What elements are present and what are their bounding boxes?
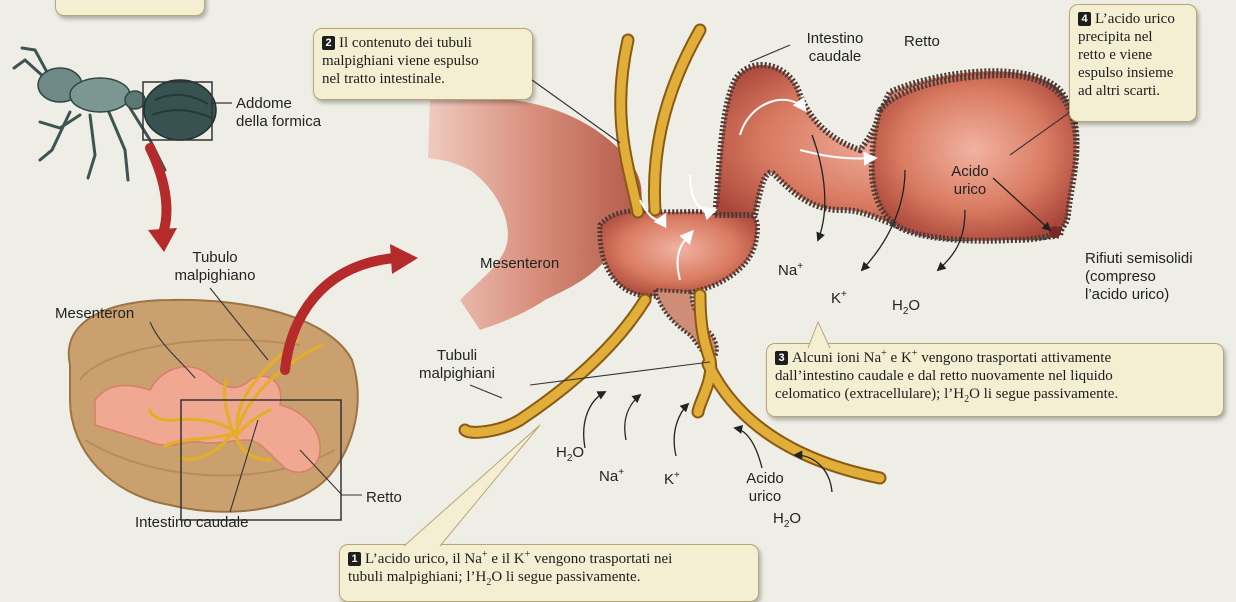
ant-illustration [14,48,232,180]
retto-big-label: Retto [904,33,940,51]
na-label-upper: Na+ [778,262,803,280]
h2o-label-lower: H2O [556,444,584,462]
retto-small-label: Retto [366,489,402,507]
k-label-upper: K+ [831,290,847,308]
k-label-lower: K+ [664,471,680,489]
step-number-2: 2 [322,36,335,50]
intestino-small-label: Intestino caudale [135,514,248,532]
callout-1-pointer [400,420,560,550]
na-label-lower: Na+ [599,468,624,486]
step-number-1: 1 [348,552,361,566]
step-number-3: 3 [775,351,788,365]
mesenteron-small-label: Mesenteron [55,305,134,323]
mesenteron-big-label: Mesenteron [480,255,559,273]
h2o-label-upper: H2O [892,297,920,315]
callout-3-pointer [800,320,840,348]
red-arrow-down [150,148,166,236]
abdomen-section-illustration [69,300,358,520]
callout-2-pointer [520,55,640,155]
step-number-4: 4 [1078,12,1091,26]
h2o-label-bottom: H2O [773,510,801,528]
partial-callout-box [55,0,205,16]
